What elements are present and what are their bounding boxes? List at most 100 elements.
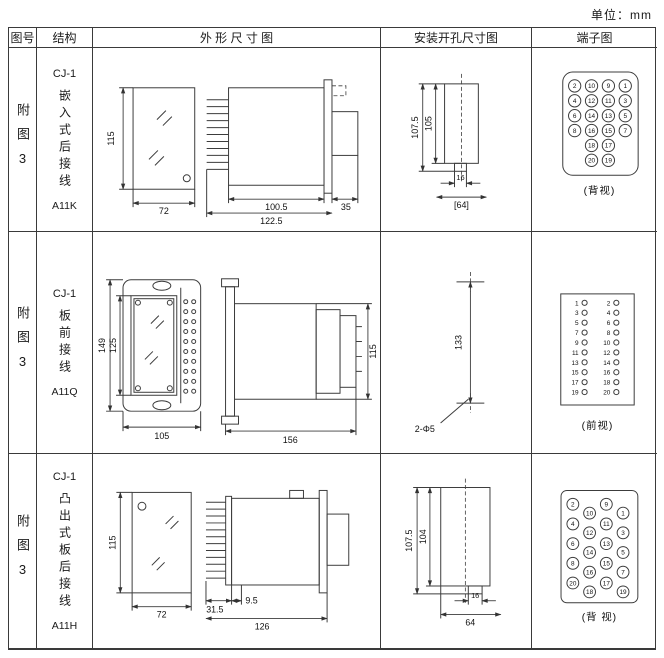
spec-table: 图号 结构 外 形 尺 寸 图 安装开孔尺寸图 端子图 附图3 CJ-1 嵌入式…: [8, 27, 657, 650]
outline-linework: [116, 489, 350, 622]
terminal-circle: [581, 349, 588, 356]
terminal-circle: [612, 309, 619, 316]
front-terminal-dot: [183, 378, 189, 384]
terminal-number: 11: [603, 521, 610, 528]
terminal-number: 7: [623, 128, 627, 135]
terminal-number: 14: [603, 360, 611, 367]
terminal-number: 13: [602, 540, 610, 547]
terminal-circle: [584, 123, 598, 138]
mount-drawing-a11k: 16 107.5 105 [64]: [410, 73, 487, 210]
mount-cell-a11h: 16 107.5 104 64: [381, 454, 532, 648]
structure-cell: CJ-1 嵌入式后接线 A11K: [37, 48, 93, 232]
terminal-circle: [581, 359, 588, 366]
terminal-circle: [601, 94, 615, 108]
terminal-circle: [567, 94, 581, 108]
terminal-circle: [616, 545, 629, 559]
dim-depth: 100.5: [265, 202, 287, 212]
structure-cell: CJ-1 凸出式板后接线 A11H: [37, 454, 93, 648]
terminal-circle: [581, 319, 588, 326]
front-terminal-dot: [183, 348, 189, 354]
terminal-view-label: (背视): [583, 184, 615, 197]
terminal-circle: [612, 369, 619, 376]
terminal-number: 5: [623, 113, 627, 120]
terminal-number: 1: [623, 83, 627, 90]
hole-spec: 2-Φ5: [415, 424, 435, 434]
terminal-number: 20: [603, 390, 611, 397]
terminal-number: 12: [603, 350, 611, 357]
terminal-number: 10: [586, 510, 594, 517]
terminal-number: 4: [572, 98, 576, 105]
dim-total-depth: 122.5: [260, 216, 282, 226]
terminal-circle: [581, 339, 588, 346]
header-mount: 安装开孔尺寸图: [381, 28, 532, 48]
terminal-circle: [599, 517, 613, 530]
front-terminal-dot: [183, 368, 189, 374]
dim-pin-depth: 31.5: [206, 604, 223, 614]
terminal-circle: [565, 497, 579, 511]
dim-slot-width: 16: [456, 173, 464, 182]
structure-label: 嵌入式后接线: [57, 88, 72, 191]
terminal-circle: [612, 319, 619, 326]
dim-inner-height: 125: [108, 338, 118, 353]
figure-number-cell: 附图3: [9, 454, 37, 648]
dim-front: 35: [341, 202, 351, 212]
front-terminal-dot: [183, 309, 189, 315]
outline-linework: [106, 278, 372, 436]
terminal-circle: [616, 506, 629, 519]
outline-cell-a11h: 115 72 31.5 9.5 126: [93, 454, 381, 648]
structure-cell: CJ-1 板前接线 A11Q: [37, 232, 93, 454]
mount-cell-a11q: 133 2-Φ5: [381, 232, 532, 454]
terminal-circle: [601, 138, 615, 153]
terminal-number: 18: [586, 589, 594, 596]
dim-height: 149: [97, 338, 107, 353]
dim-span: [64]: [454, 200, 469, 210]
terminal-number: 18: [603, 380, 611, 387]
terminal-circle: [616, 584, 629, 598]
terminal-number: 5: [621, 549, 625, 556]
terminal-number: 17: [602, 580, 610, 587]
terminal-number: 6: [572, 113, 576, 120]
terminal-circle: [601, 109, 615, 123]
front-terminal-dot: [191, 299, 197, 305]
terminal-number: 12: [587, 98, 595, 105]
terminal-circle: [581, 299, 588, 306]
mount-drawing-a11q: 133 2-Φ5: [415, 271, 485, 434]
terminal-circle: [581, 369, 588, 376]
terminal-number: 10: [587, 83, 595, 90]
terminal-number: 2: [572, 83, 576, 90]
terminal-circle: [612, 299, 619, 306]
terminal-number: 6: [606, 320, 610, 327]
front-terminal-dot: [191, 358, 197, 364]
terminal-number: 8: [572, 128, 576, 135]
terminal-circle: [618, 79, 632, 93]
terminal-circle: [581, 309, 588, 316]
terminal-circle: [616, 525, 629, 539]
dim-height: 115: [106, 131, 116, 145]
terminal-number: 15: [602, 560, 610, 567]
terminal-number: 9: [606, 83, 610, 90]
terminal-circle: [584, 79, 598, 93]
dim-outer-height: 107.5: [410, 116, 420, 138]
terminal-number: 10: [603, 340, 611, 347]
figure-number-cell: 附图3: [9, 48, 37, 232]
terminal-circle: [601, 153, 615, 167]
terminal-number: 14: [587, 113, 595, 120]
terminal-number: 14: [586, 549, 594, 556]
terminal-number: 7: [575, 330, 579, 337]
terminal-circle: [584, 138, 598, 153]
figure-number: 附图3: [15, 514, 30, 588]
terminal-circle: [612, 389, 619, 396]
outline-drawing-a11h: 115 72 31.5 9.5 126: [107, 489, 350, 631]
structure-label: 板前接线: [57, 308, 72, 377]
outline-drawing-a11k: 115 72 100.5 35 122.5: [106, 79, 359, 226]
terminal-circle: [584, 109, 598, 123]
terminal-circle: [582, 525, 596, 539]
front-terminal-dot: [191, 348, 197, 354]
front-terminal-dot: [191, 329, 197, 335]
front-terminal-dot: [191, 388, 197, 394]
terminal-number: 19: [571, 390, 579, 397]
terminal-circle: [584, 153, 598, 167]
